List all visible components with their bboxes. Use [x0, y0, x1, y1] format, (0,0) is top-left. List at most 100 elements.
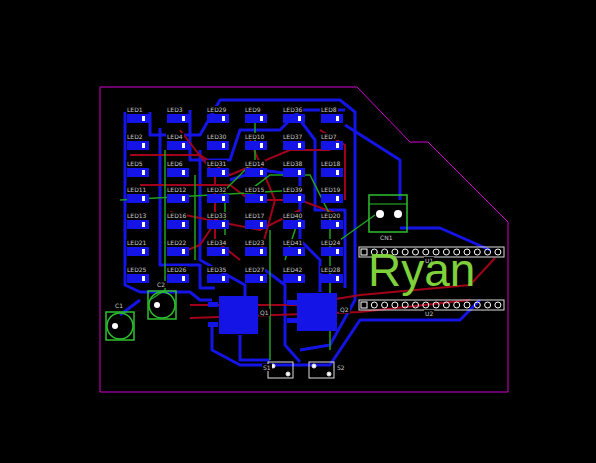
- led-label: LED40: [282, 212, 303, 219]
- led-pad: [207, 220, 229, 229]
- led-pad: [245, 274, 267, 283]
- led-pin: [182, 116, 185, 121]
- led-label: LED31: [206, 160, 227, 167]
- led-pin: [142, 222, 145, 227]
- led-pin: [182, 170, 185, 175]
- led-label: LED1: [126, 106, 144, 113]
- led-pad: [283, 247, 305, 256]
- led-pad: [321, 168, 343, 177]
- led-label: LED30: [206, 133, 227, 140]
- led-pin: [298, 170, 301, 175]
- led-label: LED18: [320, 160, 341, 167]
- top-traces: [130, 130, 495, 318]
- header-pin: [433, 302, 439, 308]
- led-label: LED41: [282, 239, 303, 246]
- led-pad: [127, 220, 149, 229]
- led-label: LED28: [320, 266, 341, 273]
- header-pin: [361, 249, 367, 255]
- led-label: LED12: [166, 186, 187, 193]
- pin-headers: [359, 247, 504, 310]
- led-pad: [207, 274, 229, 283]
- header-pin: [485, 249, 491, 255]
- name-text: Ryan: [368, 246, 475, 294]
- terminal-block: [369, 195, 407, 232]
- part-label: CN1: [379, 234, 394, 241]
- part-label: U2: [424, 310, 434, 317]
- led-pin: [222, 249, 225, 254]
- led-pin: [298, 143, 301, 148]
- green-traces: [120, 115, 375, 360]
- led-label: LED15: [244, 186, 265, 193]
- led-pad: [245, 247, 267, 256]
- part-label: C1: [114, 302, 124, 309]
- capacitors: [106, 291, 176, 340]
- led-pad: [321, 247, 343, 256]
- part-label: S1: [262, 364, 272, 371]
- led-pads: [127, 114, 343, 283]
- header-pin: [454, 302, 460, 308]
- led-pad: [167, 247, 189, 256]
- led-label: LED38: [282, 160, 303, 167]
- led-label: LED3: [166, 106, 184, 113]
- led-pad: [245, 114, 267, 123]
- led-pad: [283, 220, 305, 229]
- led-pad: [167, 220, 189, 229]
- led-pin: [142, 196, 145, 201]
- led-label: LED13: [126, 212, 147, 219]
- led-pad: [127, 274, 149, 283]
- led-pin: [142, 143, 145, 148]
- led-label: LED27: [244, 266, 265, 273]
- led-pad: [207, 114, 229, 123]
- header-pin: [423, 302, 429, 308]
- led-pad: [321, 141, 343, 150]
- led-pin: [336, 170, 339, 175]
- led-label: LED23: [244, 239, 265, 246]
- led-pin: [182, 143, 185, 148]
- led-pin: [142, 249, 145, 254]
- led-pin: [336, 222, 339, 227]
- led-label: LED4: [166, 133, 184, 140]
- led-label: LED42: [282, 266, 303, 273]
- led-pad: [127, 168, 149, 177]
- led-label: LED17: [244, 212, 265, 219]
- led-label: LED24: [320, 239, 341, 246]
- led-label: LED22: [166, 239, 187, 246]
- led-pin: [336, 116, 339, 121]
- led-label: LED39: [282, 186, 303, 193]
- led-label: LED2: [126, 133, 144, 140]
- led-label: LED33: [206, 212, 227, 219]
- bottom-traces: [120, 100, 490, 365]
- led-pin: [336, 276, 339, 281]
- led-pin: [142, 170, 145, 175]
- header-pin: [371, 302, 377, 308]
- led-pin: [182, 276, 185, 281]
- header-pin: [392, 302, 398, 308]
- part-label: C2: [156, 281, 166, 288]
- header-pin: [495, 302, 501, 308]
- led-pin: [298, 249, 301, 254]
- part-label: Q2: [339, 306, 350, 313]
- led-label: LED36: [282, 106, 303, 113]
- header-pin: [485, 302, 491, 308]
- led-pin: [222, 143, 225, 148]
- led-pad: [283, 274, 305, 283]
- led-pad: [207, 168, 229, 177]
- led-label: LED9: [244, 106, 262, 113]
- led-pin: [336, 249, 339, 254]
- led-pin: [298, 116, 301, 121]
- led-pin: [260, 222, 263, 227]
- led-label: LED35: [206, 266, 227, 273]
- led-pad: [127, 141, 149, 150]
- part-label: Q1: [259, 309, 270, 316]
- led-pad: [283, 168, 305, 177]
- header-pin: [495, 249, 501, 255]
- led-pin: [298, 222, 301, 227]
- led-pin: [222, 116, 225, 121]
- led-pad: [127, 247, 149, 256]
- led-pin: [260, 116, 263, 121]
- part-label: S2: [336, 364, 346, 371]
- led-pad: [245, 194, 267, 203]
- led-pad: [245, 141, 267, 150]
